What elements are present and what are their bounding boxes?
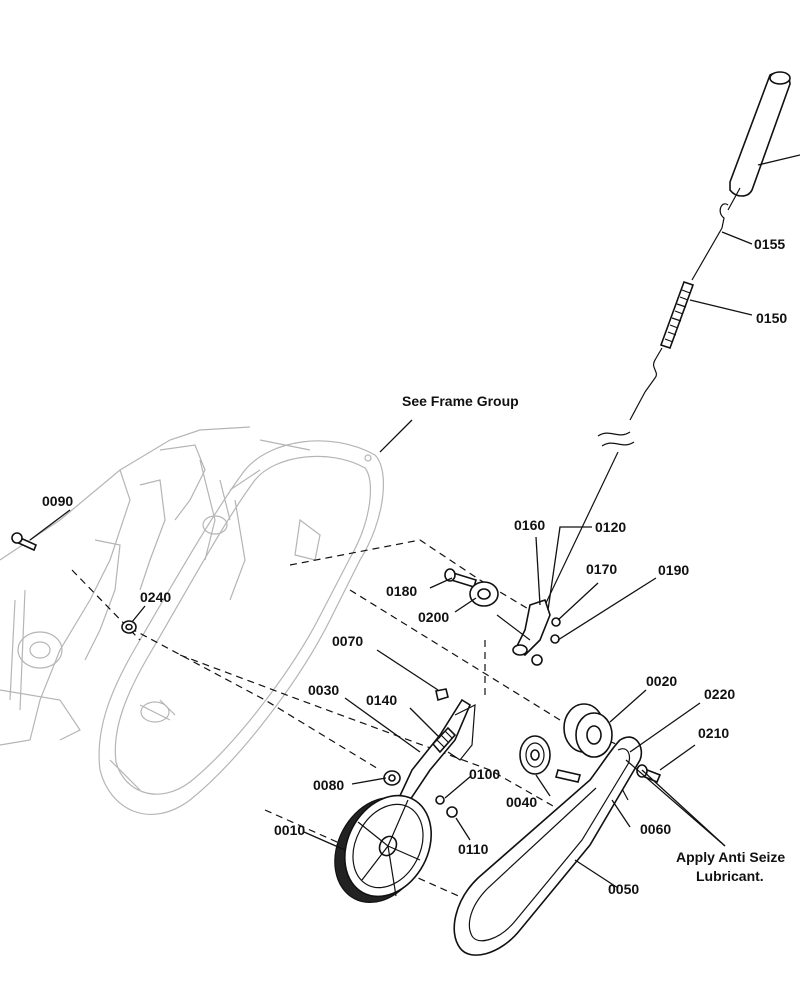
- drive-pulley-0010: [334, 794, 433, 904]
- label-0220: 0220: [704, 686, 735, 702]
- label-0155: 0155: [754, 236, 785, 252]
- label-0030: 0030: [308, 682, 339, 698]
- assembly-lines: [71, 539, 631, 911]
- label-0210: 0210: [698, 725, 729, 741]
- label-0190: 0190: [658, 562, 689, 578]
- label-0240: 0240: [140, 589, 171, 605]
- label-0180: 0180: [386, 583, 417, 599]
- label-0140: 0140: [366, 692, 397, 708]
- label-0170: 0170: [586, 561, 617, 577]
- engine-pulleys: [519, 703, 662, 801]
- label-0150: 0150: [756, 310, 787, 326]
- label-see-frame-group: See Frame Group: [402, 393, 519, 409]
- callout-labels: See Frame Group 0155 0150 0160 0120 0090…: [42, 236, 787, 897]
- label-0040: 0040: [506, 794, 537, 810]
- label-0070: 0070: [332, 633, 363, 649]
- label-0010: 0010: [274, 822, 305, 838]
- label-0110: 0110: [458, 841, 489, 857]
- idler-bracket-0160: [11, 532, 561, 666]
- label-0050: 0050: [608, 881, 639, 897]
- label-0080: 0080: [313, 777, 344, 793]
- frame-group-ghost: [0, 426, 385, 816]
- lubricant-note-line1: Apply Anti Seize: [676, 849, 785, 865]
- label-0090: 0090: [42, 493, 73, 509]
- spring-0150: [659, 280, 695, 350]
- idler-arm-0030: [383, 688, 476, 818]
- control-cable-assembly: [544, 71, 791, 606]
- lubricant-note-line2: Lubricant.: [696, 868, 764, 884]
- drive-belt-0050: [453, 736, 643, 956]
- label-0200: 0200: [418, 609, 449, 625]
- label-0060: 0060: [640, 821, 671, 837]
- leader-lines: [29, 154, 800, 889]
- label-0120: 0120: [595, 519, 626, 535]
- label-0100: 0100: [469, 766, 500, 782]
- label-0020: 0020: [646, 673, 677, 689]
- label-0160: 0160: [514, 517, 545, 533]
